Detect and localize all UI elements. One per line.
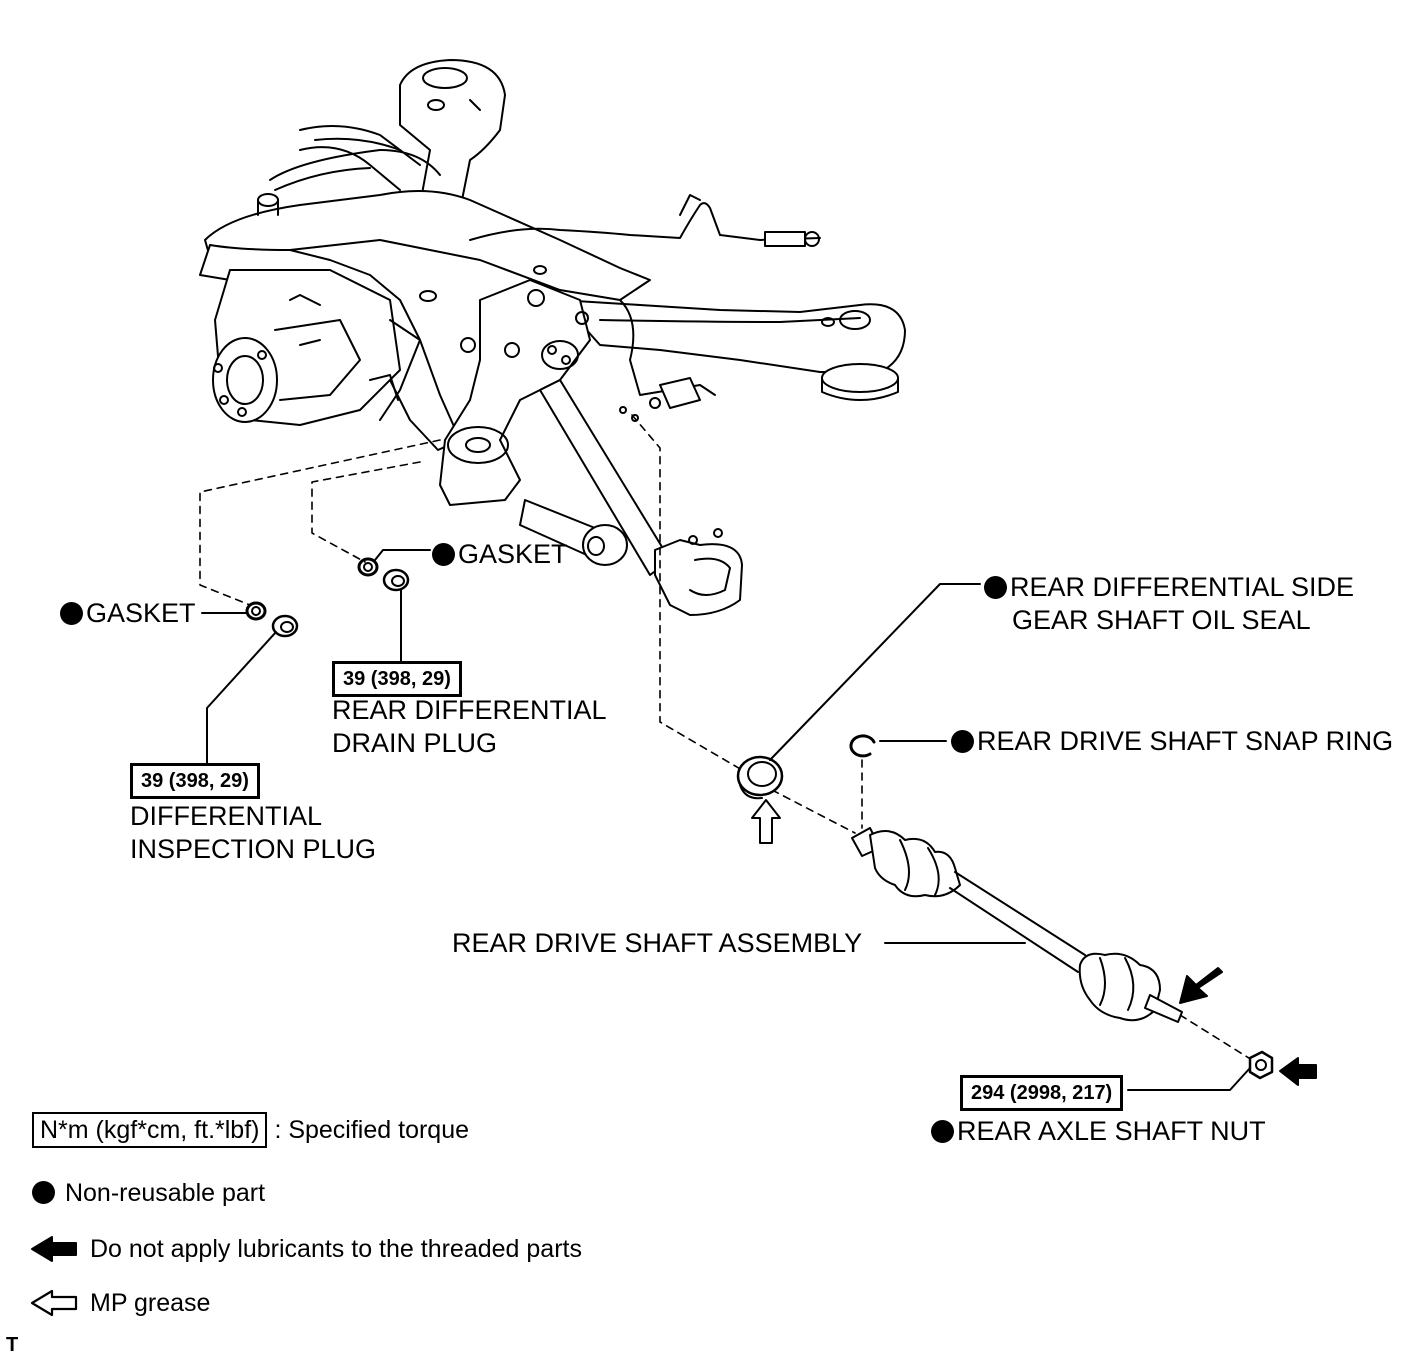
legend-solid-arrow-icon bbox=[31, 1236, 77, 1262]
non-reusable-icon bbox=[984, 576, 1007, 599]
non-reusable-icon bbox=[931, 1120, 954, 1143]
legend-outline-arrow-icon bbox=[30, 1289, 78, 1317]
gasket-left-label: GASKET bbox=[60, 597, 196, 630]
inspection-plug-label: DIFFERENTIAL INSPECTION PLUG bbox=[130, 801, 377, 864]
snap-ring-label: REAR DRIVE SHAFT SNAP RING bbox=[951, 725, 1393, 758]
legend-mp-grease: MP grease bbox=[90, 1289, 211, 1317]
snap-ring-part bbox=[849, 734, 876, 758]
mp-grease-arrow-icon bbox=[751, 799, 781, 844]
inspection-plug-part bbox=[271, 614, 299, 638]
inspection-plug-torque: 39 (398, 29) bbox=[130, 763, 260, 799]
non-reusable-icon bbox=[432, 543, 455, 566]
axle-nut-part bbox=[1248, 1050, 1274, 1080]
non-reusable-icon bbox=[951, 730, 974, 753]
legend-torque-unit: N*m (kgf*cm, ft.*lbf) bbox=[32, 1112, 268, 1148]
drain-plug-torque: 39 (398, 29) bbox=[332, 661, 462, 697]
drain-plug-part bbox=[382, 568, 410, 592]
assembly-guide-lines bbox=[199, 414, 1253, 1061]
gasket-center-part bbox=[357, 557, 379, 577]
non-reusable-icon bbox=[60, 602, 83, 625]
gasket-left-part bbox=[245, 601, 267, 621]
drain-plug-label: REAR DIFFERENTIAL DRAIN PLUG bbox=[332, 695, 607, 758]
rear-subframe-drawing bbox=[199, 59, 906, 616]
corner-mark: T bbox=[6, 1334, 19, 1356]
gasket-center-label: GASKET bbox=[432, 538, 568, 571]
legend-torque-desc: : Specified torque bbox=[274, 1116, 470, 1144]
no-lubricant-arrow-icon bbox=[1179, 967, 1223, 1004]
drive-shaft-part bbox=[851, 827, 1183, 1023]
legend-torque: N*m (kgf*cm, ft.*lbf) : Specified torque bbox=[32, 1112, 469, 1148]
legend-non-reusable: Non-reusable part bbox=[32, 1178, 265, 1208]
axle-nut-torque: 294 (2998, 217) bbox=[960, 1075, 1124, 1111]
leader-lines bbox=[201, 549, 1251, 1091]
oil-seal-part bbox=[736, 755, 784, 800]
legend-filled-circle-icon bbox=[32, 1181, 55, 1204]
no-lubricant-arrow-icon-nut bbox=[1279, 1057, 1317, 1086]
oil-seal-label: REAR DIFFERENTIAL SIDE GEAR SHAFT OIL SE… bbox=[984, 571, 1354, 637]
axle-nut-label: REAR AXLE SHAFT NUT bbox=[931, 1115, 1266, 1148]
drive-shaft-assembly-label: REAR DRIVE SHAFT ASSEMBLY bbox=[452, 928, 863, 958]
legend-no-lubricant: Do not apply lubricants to the threaded … bbox=[90, 1235, 582, 1263]
